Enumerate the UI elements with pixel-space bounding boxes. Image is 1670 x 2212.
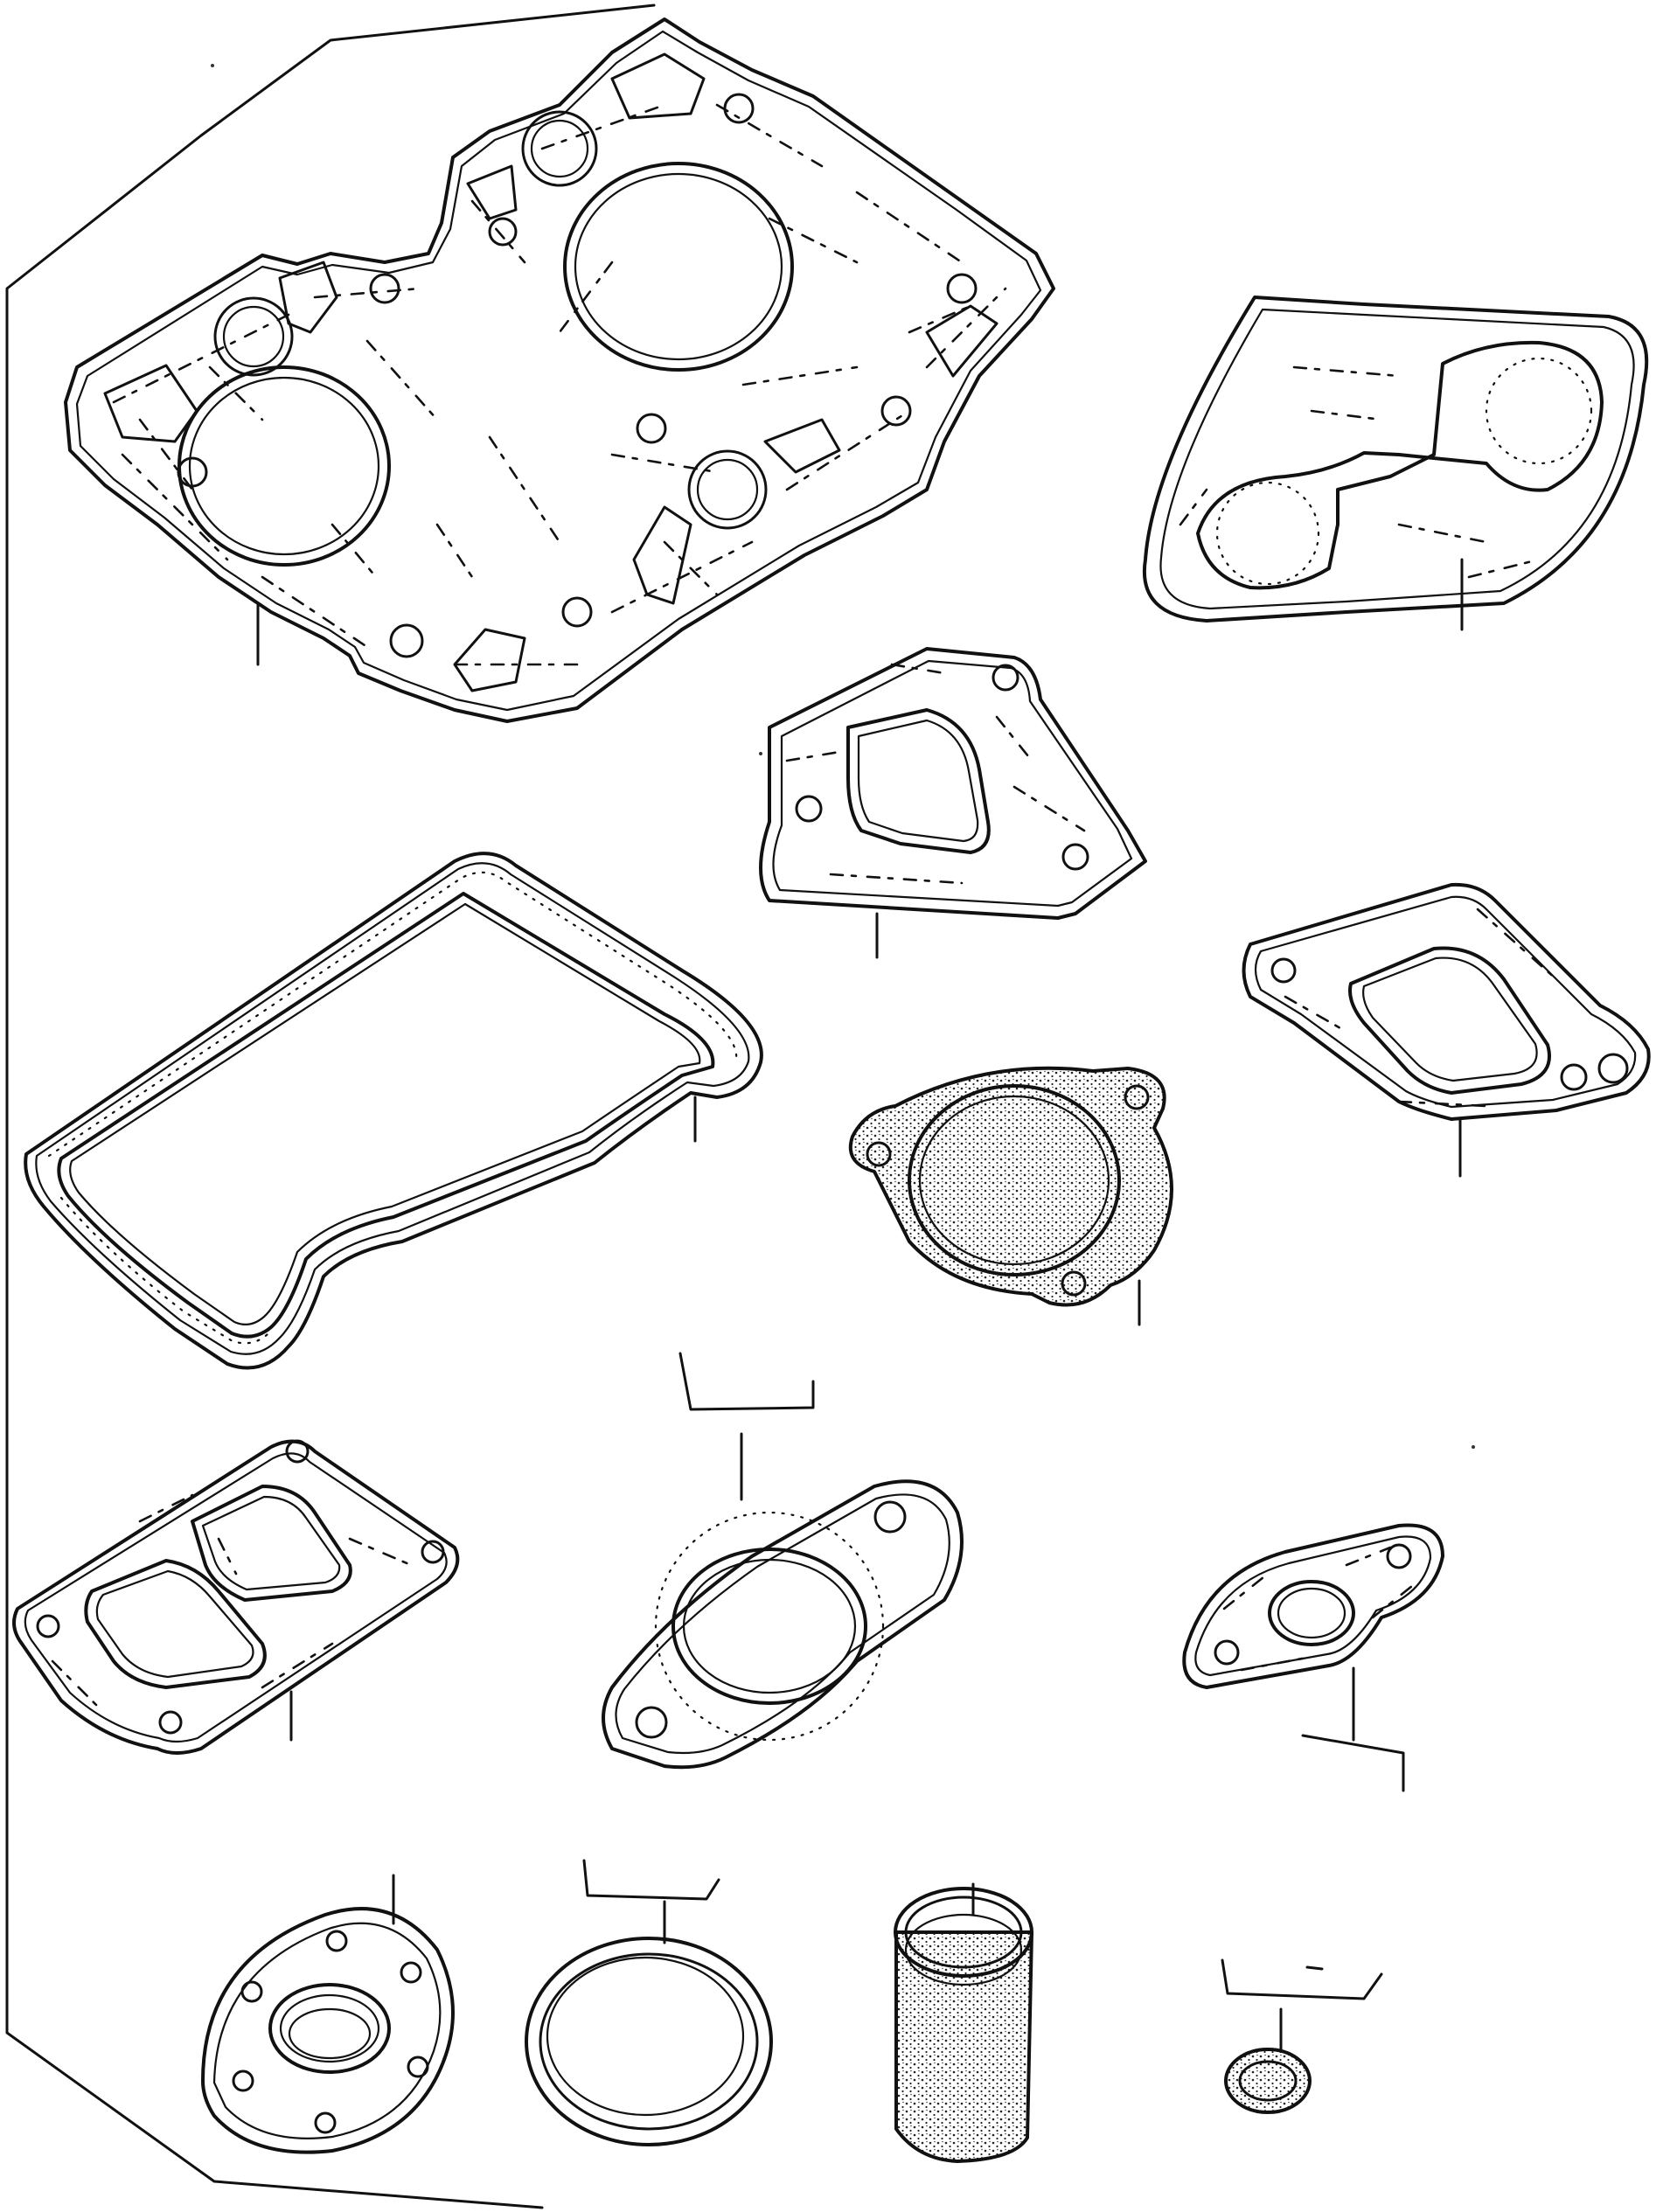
rectangular-port-gasket xyxy=(1242,882,1651,1178)
small-two-bolt-gasket xyxy=(1182,1523,1444,1792)
round-lug-gasket xyxy=(848,1066,1173,1326)
kit-bracket-line xyxy=(5,3,656,2209)
rocker-cover-gasket xyxy=(24,852,763,1370)
cylinder-head-gasket xyxy=(64,17,1055,723)
two-bolt-round-gasket xyxy=(602,1352,964,1770)
six-hole-seal-plate xyxy=(201,1874,455,2154)
cylindrical-sleeve xyxy=(894,1882,1033,2163)
scan-speck xyxy=(759,752,762,755)
small-washer xyxy=(1221,1958,1383,2114)
pointed-plate-gasket xyxy=(759,647,1147,959)
o-ring xyxy=(525,1859,773,2146)
scan-speck xyxy=(1472,1445,1475,1449)
oval-flange-gasket xyxy=(1142,296,1649,631)
scan-speck xyxy=(211,64,214,67)
double-port-gasket xyxy=(12,1439,460,1755)
